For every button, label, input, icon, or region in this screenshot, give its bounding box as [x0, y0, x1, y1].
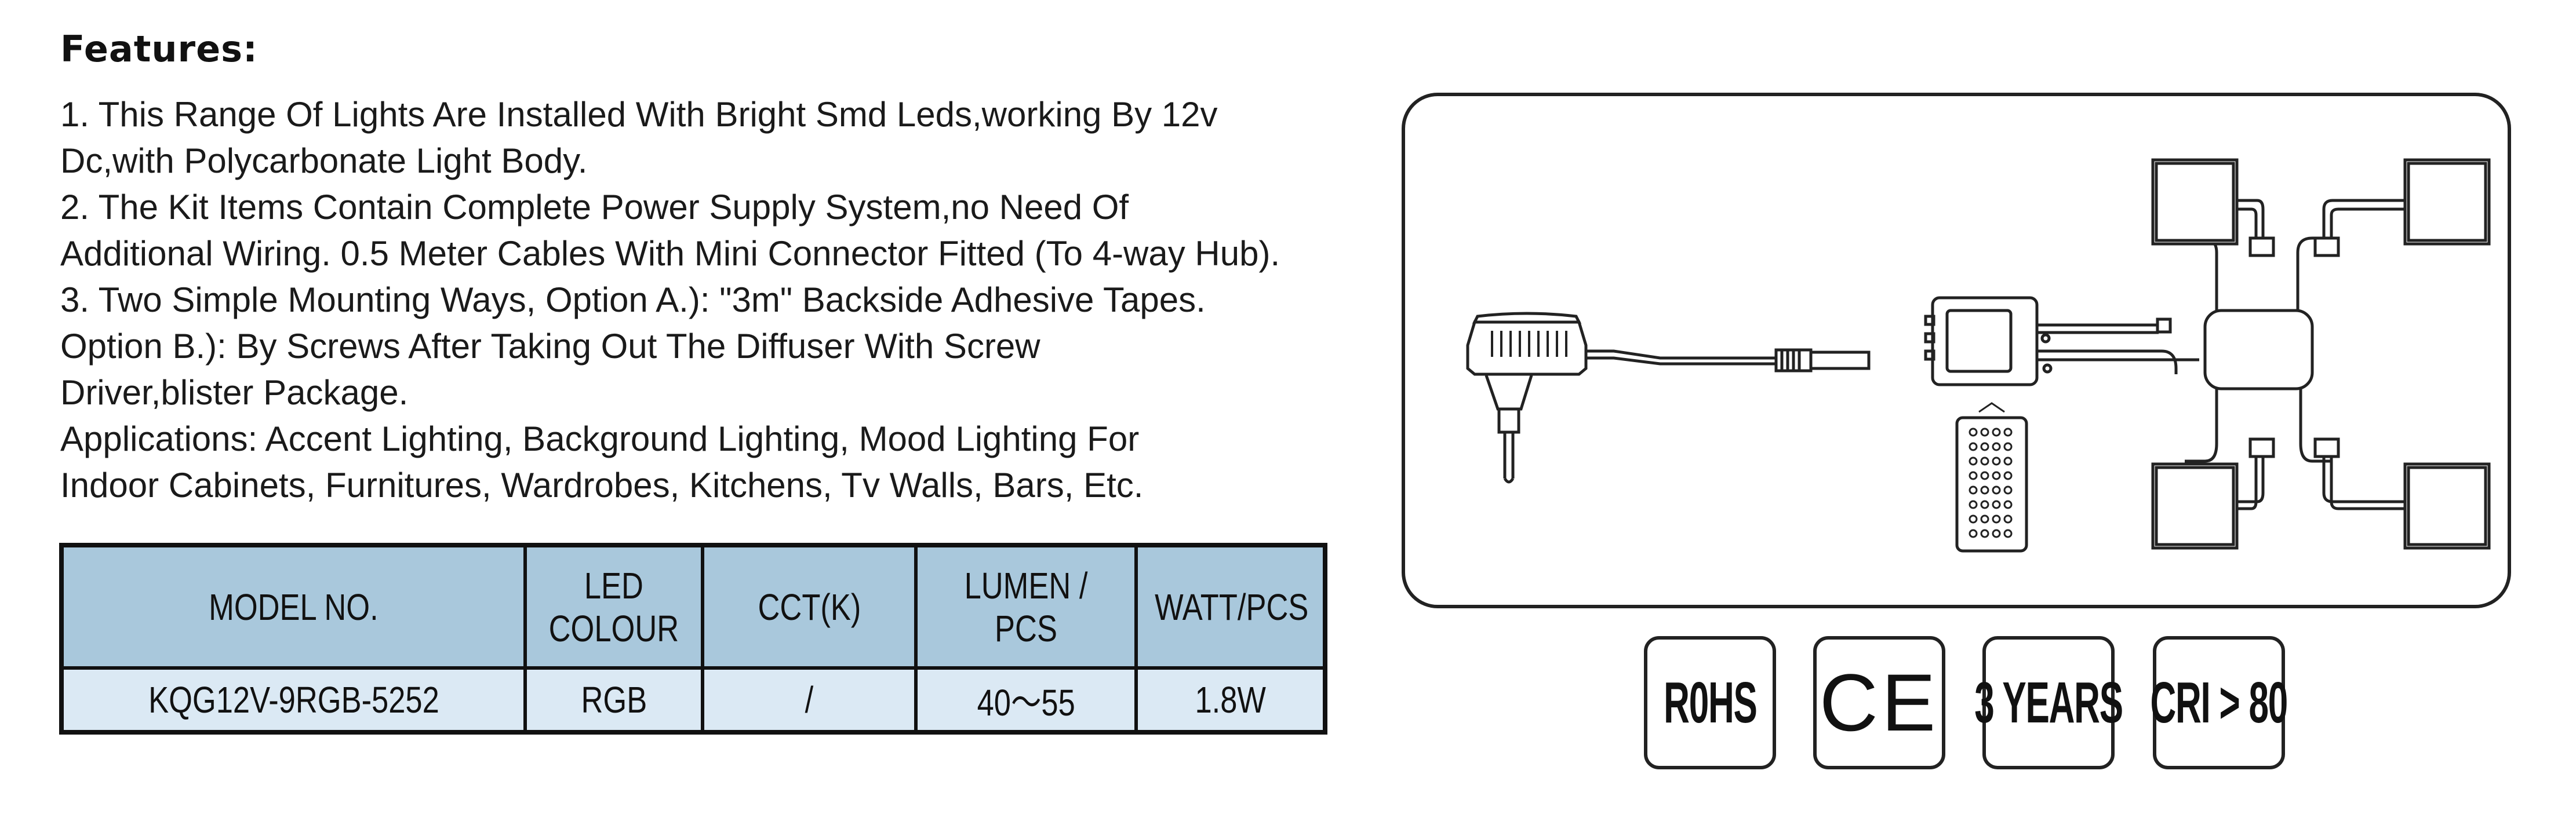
light-panel-icon [2313, 158, 2491, 257]
light-panel-icon [2151, 437, 2275, 550]
feature-line: 1. This Range Of Lights Are Installed Wi… [60, 95, 1218, 134]
feature-line: Dc,with Polycarbonate Light Body. [60, 141, 588, 180]
feature-line: 3. Two Simple Mounting Ways, Option A.):… [60, 280, 1206, 319]
header-model: MODEL NO. [60, 543, 527, 670]
feature-line: Additional Wiring. 0.5 Meter Cables With… [60, 234, 1280, 273]
header-cct: CCT(K) [701, 543, 918, 670]
feature-line: 2. The Kit Items Contain Complete Power … [60, 188, 1129, 227]
cri-badge: CRI > 80 [2151, 636, 2288, 769]
dc-cable-icon [1586, 348, 1871, 373]
light-panel-icon [2151, 158, 2275, 257]
light-panel-icon [2313, 437, 2491, 550]
kit-wiring-illustration [1466, 158, 2491, 553]
features-text: 1. This Range Of Lights Are Installed Wi… [60, 92, 1411, 509]
feature-line: Option B.): By Screws After Taking Out T… [60, 327, 1040, 366]
power-adapter-icon [1466, 312, 1588, 484]
table-row: KQG12V-9RGB-5252 RGB / 40～55 1.8W [60, 666, 1327, 734]
cell-model: KQG12V-9RGB-5252 [60, 666, 527, 734]
cell-watt: 1.8W [1134, 666, 1327, 734]
warranty-badge: 3 YEARS [1974, 636, 2123, 769]
rohs-badge: R0HS [1644, 636, 1776, 769]
feature-line: Indoor Cabinets, Furnitures, Wardrobes, … [60, 466, 1144, 505]
cell-cct: / [701, 666, 918, 734]
kit-diagram [1402, 93, 2511, 608]
cell-led-colour: RGB [523, 666, 704, 734]
four-way-hub-icon [2185, 236, 2333, 463]
remote-control-icon [1955, 402, 2028, 553]
header-lumen: LUMEN / PCS [914, 543, 1138, 670]
feature-line: Driver,blister Package. [60, 373, 409, 412]
rgb-controller-icon [1924, 296, 2199, 386]
ce-badge: CE [1813, 636, 1945, 769]
features-title: Features: [60, 28, 258, 70]
feature-line: Applications: Accent Lighting, Backgroun… [60, 419, 1140, 458]
cell-lumen: 40～55 [914, 666, 1138, 734]
header-watt: WATT/PCS [1134, 543, 1327, 670]
